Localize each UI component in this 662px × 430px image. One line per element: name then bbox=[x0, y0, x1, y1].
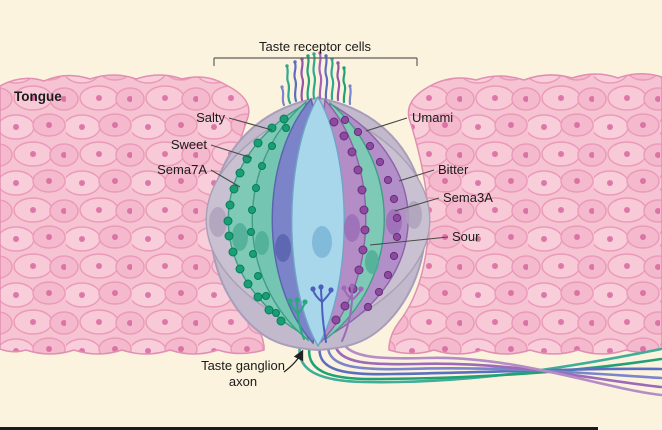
receptor-cell-center-light-blue bbox=[291, 95, 345, 348]
label-taste-ganglion-line1: Taste ganglion bbox=[201, 358, 285, 373]
nerve-endings bbox=[287, 283, 364, 343]
label-sema7a: Sema7A bbox=[157, 162, 207, 177]
nerve-ending-purple bbox=[341, 283, 364, 342]
nucleus-blue-left bbox=[275, 234, 291, 262]
label-salty: Salty bbox=[196, 110, 225, 125]
microvilli bbox=[280, 51, 352, 107]
leader-sour bbox=[369, 236, 449, 246]
sema3a-vesicles-purple bbox=[329, 115, 402, 325]
label-sweet: Sweet bbox=[171, 137, 208, 152]
leader-bitter bbox=[398, 169, 435, 182]
nerve-ending-teal bbox=[287, 297, 308, 340]
axon-blue bbox=[318, 342, 662, 376]
leader-sweet bbox=[210, 144, 253, 159]
label-taste-ganglion-line2: axon bbox=[229, 374, 257, 389]
annotation-lines bbox=[210, 57, 449, 373]
axon-periwinkle bbox=[326, 343, 662, 380]
axon-arrow bbox=[283, 349, 304, 373]
axon-teal bbox=[298, 332, 662, 384]
nerve-ending-blue bbox=[310, 284, 334, 343]
axon-green bbox=[307, 338, 662, 381]
label-tongue: Tongue bbox=[14, 89, 62, 104]
label-sour: Sour bbox=[452, 229, 480, 244]
figure-bottom-rule bbox=[0, 427, 598, 430]
microvilli-tips bbox=[280, 51, 352, 89]
axon-fibers bbox=[298, 332, 662, 397]
nucleus-center bbox=[312, 226, 332, 258]
labels: Taste receptor cells Tongue Salty Sweet … bbox=[14, 39, 493, 389]
axon-purple bbox=[333, 342, 662, 389]
taste-bud bbox=[205, 51, 431, 352]
label-sema3a: Sema3A bbox=[443, 190, 493, 205]
leader-salty bbox=[228, 117, 273, 131]
nucleus-gray-right bbox=[406, 201, 422, 229]
nucleus-teal-left-inner bbox=[255, 231, 269, 255]
leader-umami bbox=[365, 117, 408, 132]
nucleus-gray-left bbox=[209, 207, 227, 237]
taste-receptor-cells-bracket bbox=[213, 57, 418, 66]
nucleus-purple-right bbox=[386, 209, 402, 235]
tongue-tissue-right bbox=[388, 73, 662, 355]
cell-nuclei bbox=[209, 201, 422, 274]
axon-light-purple bbox=[340, 339, 662, 397]
nucleus-teal-right bbox=[365, 250, 379, 274]
label-bitter: Bitter bbox=[438, 162, 469, 177]
sema7a-vesicles-green bbox=[223, 114, 290, 326]
nucleus-magenta-right bbox=[344, 214, 360, 242]
nucleus-teal-left-outer bbox=[232, 223, 248, 251]
leader-sema3a bbox=[394, 197, 440, 212]
label-umami: Umami bbox=[412, 110, 453, 125]
leader-sema7a bbox=[210, 169, 241, 188]
title-taste-receptor-cells: Taste receptor cells bbox=[259, 39, 371, 54]
